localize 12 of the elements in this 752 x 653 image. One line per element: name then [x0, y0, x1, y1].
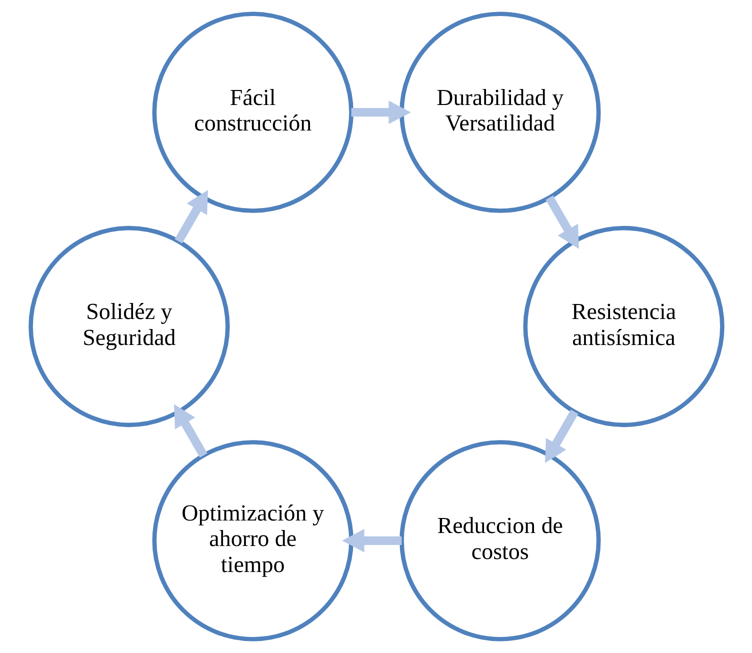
node-circle: Durabilidad y Versatilidad	[399, 12, 600, 213]
arrow	[544, 410, 578, 464]
node-circle: Fácil construcción	[152, 12, 353, 213]
node-circle: Resistencia antisísmica	[522, 226, 724, 428]
arrow	[545, 195, 578, 249]
node-circle: Reduccion de costos	[399, 440, 600, 642]
node-circle: Optimización y ahorro de tiempo	[152, 440, 353, 642]
arrow	[174, 190, 208, 244]
arrow	[350, 100, 410, 124]
arrow	[342, 529, 402, 552]
arrow	[174, 404, 207, 458]
node-circle: Solidéz y Seguridad	[28, 226, 230, 428]
